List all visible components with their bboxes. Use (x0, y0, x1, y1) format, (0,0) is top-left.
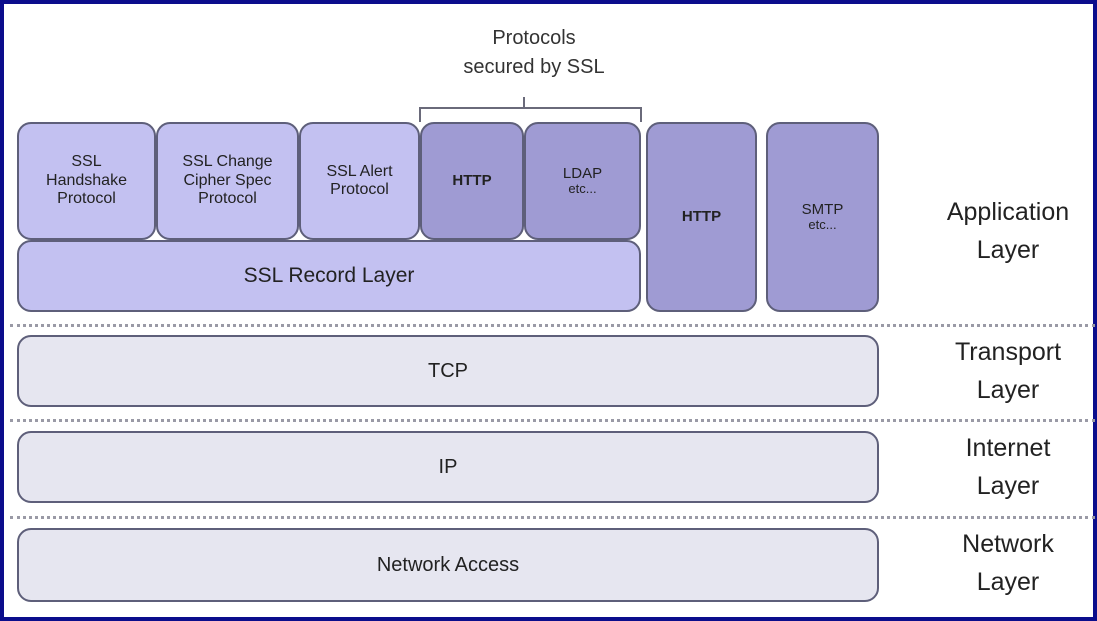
network-access-box: Network Access (17, 528, 879, 602)
internet-layer-line1: Internet (965, 434, 1051, 462)
secured-ldap-sub: etc... (568, 181, 597, 197)
ip-box: IP (17, 431, 879, 503)
ssl-change-cipher-line2: Cipher Spec (183, 171, 272, 189)
ssl-change-cipher-spec-box: SSL Change Cipher Spec Protocol (156, 122, 299, 240)
tcp-box: TCP (17, 335, 879, 407)
secured-http-box: HTTP (420, 122, 524, 240)
transport-layer-line1: Transport (954, 338, 1062, 366)
application-layer-label: Application Layer (908, 194, 1097, 269)
bracket-shape (419, 97, 642, 122)
ssl-handshake-line1: SSL (71, 153, 102, 171)
ssl-alert-line2: Protocol (330, 181, 389, 198)
ssl-handshake-line2: Handshake (46, 171, 127, 189)
bracket-label-line2: secured by SSL (463, 56, 605, 78)
separator-transport-internet (10, 419, 1095, 422)
bracket-label-line1: Protocols (492, 27, 576, 49)
separator-application-transport (10, 324, 1095, 327)
transport-layer-line2: Layer (976, 375, 1040, 404)
network-layer-label: Network Layer (908, 526, 1097, 601)
ssl-change-cipher-line3: Protocol (198, 190, 257, 208)
ssl-handshake-line3: Protocol (57, 190, 116, 208)
secured-ldap-label: LDAP (562, 164, 603, 182)
separator-internet-network (10, 516, 1095, 519)
network-layer-line1: Network (962, 530, 1054, 558)
ip-label: IP (438, 455, 458, 478)
ssl-record-layer-box: SSL Record Layer (17, 240, 641, 312)
ssl-change-cipher-line1: SSL Change (182, 153, 273, 171)
bracket-label: Protocols secured by SSL (434, 24, 634, 82)
bracket-svg (419, 97, 642, 122)
tcp-label: TCP (428, 359, 468, 382)
ssl-alert-box: SSL Alert Protocol (299, 122, 420, 240)
application-layer-line2: Layer (976, 235, 1040, 264)
unsecured-http-label: HTTP (681, 208, 722, 226)
application-layer-line1: Application (946, 198, 1070, 226)
ssl-record-layer-label: SSL Record Layer (243, 263, 415, 287)
unsecured-smtp-label: SMTP (801, 200, 844, 218)
unsecured-smtp-sub: etc... (808, 217, 837, 233)
network-layer-line2: Layer (976, 567, 1040, 596)
secured-ldap-box: LDAP etc... (524, 122, 641, 240)
ssl-alert-line1: SSL Alert (326, 162, 393, 180)
internet-layer-label: Internet Layer (908, 430, 1097, 505)
unsecured-smtp-box: SMTP etc... (766, 122, 879, 312)
network-access-label: Network Access (376, 553, 520, 576)
transport-layer-label: Transport Layer (908, 334, 1097, 409)
internet-layer-line2: Layer (976, 471, 1040, 500)
unsecured-http-box: HTTP (646, 122, 757, 312)
ssl-handshake-box: SSL Handshake Protocol (17, 122, 156, 240)
secured-http-label: HTTP (452, 172, 492, 190)
